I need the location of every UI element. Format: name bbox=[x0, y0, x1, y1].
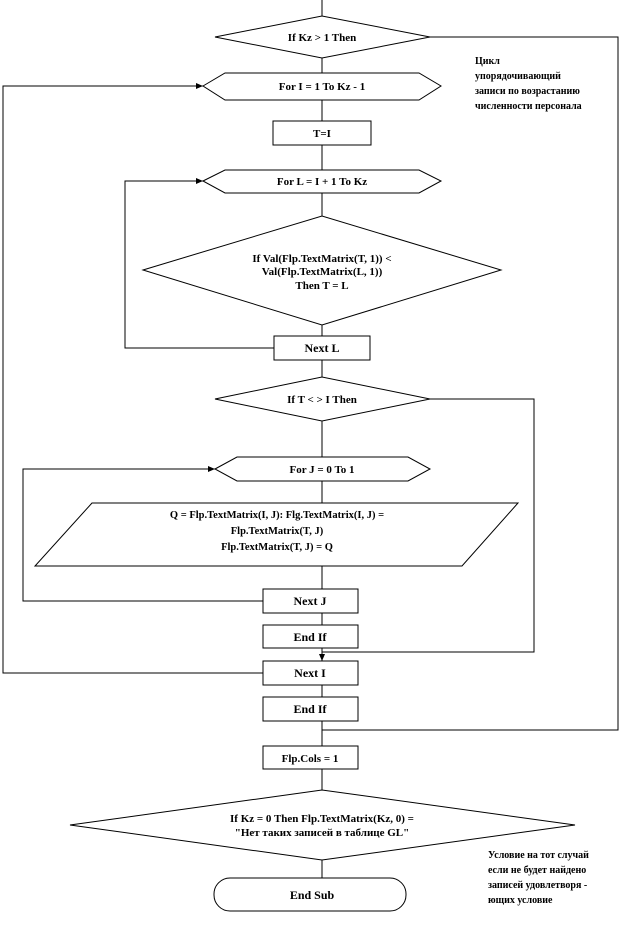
note-loop: Цикл упорядочивающий записи по возрастан… bbox=[475, 56, 582, 112]
svg-text:If T < > I Then: If T < > I Then bbox=[287, 394, 357, 406]
svg-text:Then T = L: Then T = L bbox=[295, 280, 348, 292]
svg-text:If Kz = 0 Then Flp.TextMatrix(: If Kz = 0 Then Flp.TextMatrix(Kz, 0) = bbox=[230, 813, 414, 825]
note-condition: Условие на тот случай если не будет найд… bbox=[488, 850, 589, 906]
svg-text:ющих условие: ющих условие bbox=[488, 895, 553, 906]
svg-text:For L = I + 1 To Kz: For L = I + 1 To Kz bbox=[277, 176, 367, 188]
svg-text:Next L: Next L bbox=[305, 341, 340, 355]
svg-text:численности персонала: численности персонала bbox=[475, 101, 582, 112]
loop-for-l: For L = I + 1 To Kz bbox=[201, 169, 443, 194]
svg-text:Q = Flp.TextMatrix(I, J): Fl: Q = Flp.TextMatrix(I, J): Flg.TextMatrix… bbox=[170, 510, 384, 521]
svg-text:Flp.TextMatrix(T, J) = Q: Flp.TextMatrix(T, J) = Q bbox=[221, 542, 333, 553]
decision-if-t: If T < > I Then bbox=[214, 376, 431, 422]
svg-text:For J = 0 To 1: For J = 0 To 1 bbox=[289, 464, 354, 476]
process-flp-cols: Flp.Cols = 1 bbox=[262, 745, 359, 770]
decision-if-kz: If Kz > 1 Then bbox=[214, 15, 431, 59]
svg-text:"Нет таких записей в таблице: "Нет таких записей в таблице GL" bbox=[235, 827, 410, 839]
loop-next-i: Next I bbox=[262, 660, 359, 686]
svg-text:If Val(Flp.TextMatrix(T, 1)): If Val(Flp.TextMatrix(T, 1)) < bbox=[252, 253, 391, 265]
svg-text:Next J: Next J bbox=[294, 594, 327, 608]
connectors bbox=[2, 0, 619, 878]
process-t-eq-i: T=I bbox=[272, 120, 372, 146]
svg-text:Val(Flp.TextMatrix(L, 1)): Val(Flp.TextMatrix(L, 1)) bbox=[262, 266, 383, 278]
svg-text:T=I: T=I bbox=[313, 128, 331, 140]
end-if-2: End If bbox=[262, 696, 359, 722]
decision-if-kz0: If Kz = 0 Then Flp.TextMatrix(Kz, 0) = "… bbox=[69, 789, 576, 861]
svg-text:For I = 1 To Kz - 1: For I = 1 To Kz - 1 bbox=[279, 81, 365, 93]
svg-text:Flp.Cols = 1: Flp.Cols = 1 bbox=[282, 753, 339, 765]
svg-text:End If: End If bbox=[293, 702, 327, 716]
decision-if-val: If Val(Flp.TextMatrix(T, 1)) < Val(Flp.T… bbox=[141, 215, 503, 326]
svg-text:записей удовлетворя -: записей удовлетворя - bbox=[488, 880, 587, 891]
svg-text:если не будет найдено: если не будет найдено bbox=[488, 865, 586, 876]
svg-text:End If: End If bbox=[293, 630, 327, 644]
svg-text:If Kz > 1 Then: If Kz > 1 Then bbox=[288, 32, 356, 44]
loop-next-l: Next L bbox=[273, 335, 371, 361]
terminator-end-sub: End Sub bbox=[213, 877, 407, 912]
end-if-1: End If bbox=[262, 624, 359, 649]
svg-text:End Sub: End Sub bbox=[290, 888, 335, 902]
loop-next-j: Next J bbox=[262, 588, 359, 614]
svg-text:Flp.TextMatrix(T, J): Flp.TextMatrix(T, J) bbox=[231, 526, 324, 537]
io-swap: Q = Flp.TextMatrix(I, J): Flg.TextMatrix… bbox=[33, 502, 520, 567]
svg-text:Цикл: Цикл bbox=[475, 56, 500, 67]
loop-for-i: For I = 1 To Kz - 1 bbox=[202, 72, 442, 101]
svg-text:упорядочивающий: упорядочивающий bbox=[475, 71, 561, 82]
svg-text:Условие на тот случай: Условие на тот случай bbox=[488, 850, 589, 861]
svg-text:Next I: Next I bbox=[294, 666, 326, 680]
svg-text:записи по возрастанию: записи по возрастанию bbox=[475, 86, 580, 97]
loop-for-j: For J = 0 To 1 bbox=[213, 456, 432, 482]
